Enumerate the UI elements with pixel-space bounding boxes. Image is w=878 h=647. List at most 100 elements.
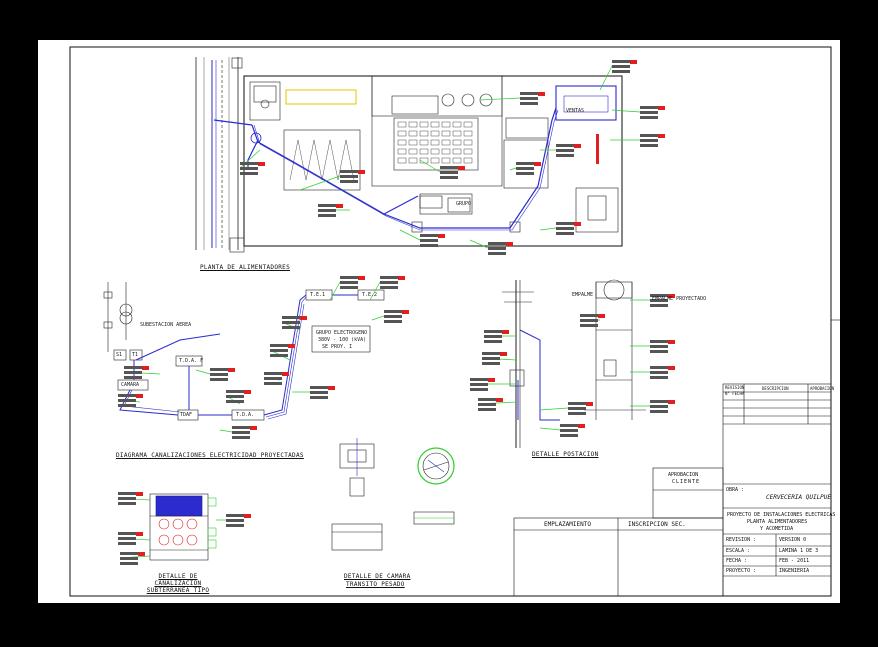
breaker-cell [452,130,462,137]
leader-line [419,159,441,173]
note-text-block [270,344,288,347]
title-box-2: TRANSITO PESADO [346,581,405,588]
red-tag [258,162,265,166]
note-text-block [318,214,336,217]
title-block-lines [513,383,832,597]
note-text-block [210,373,228,376]
red-tag [500,352,507,356]
note-text-block [380,276,398,279]
note-text-block [560,424,578,427]
tb-rev-h1: REVISION [725,385,745,390]
plan-alimentadores [195,57,623,253]
note-text-block [488,242,506,245]
label-te1: T.E.1 [310,292,326,298]
red-tag [630,60,637,64]
note-text-block [340,170,358,173]
label-camara: CAMARA [121,382,140,388]
red-tag [438,234,445,238]
leader-line [469,239,489,249]
note-text-block [556,149,574,152]
note-text-block [650,299,668,302]
note-text-block [340,180,358,183]
note-text-block [520,102,538,105]
note-text-block [568,412,586,415]
note-text-block [264,382,282,385]
breaker-cell [408,157,418,164]
note-text-block [420,239,438,242]
note-text-block [318,204,336,207]
note-text-block [318,209,336,212]
detail-canalizacion [149,493,217,561]
note-text-block [118,492,136,495]
note-text-block [640,139,658,142]
breaker-cell [397,148,407,155]
red-tag [496,398,503,402]
note-text-block [488,252,506,255]
breaker-cell [430,157,440,164]
note-text-block [440,176,458,179]
breaker-cell [441,148,451,155]
leader-line [539,427,561,431]
red-tag [244,390,251,394]
note-text-block [384,320,402,323]
breaker-cell [441,121,451,128]
tb-inscripcion: INSCRIPCION SEC. [628,521,686,528]
leader-line [299,175,341,191]
label-ventas: VENTAS [566,108,585,114]
tb-proyecto-1: PROYECTO DE INSTALACIONES ELECTRICAS [727,512,836,518]
breaker-cell [397,130,407,137]
note-text-block [118,497,136,500]
note-text-block [640,144,658,147]
note-text-block [282,326,300,329]
red-tag [250,426,257,430]
red-tag [402,310,409,314]
tb-cliente: CLIENTE [672,479,701,485]
note-text-block [240,162,258,165]
breaker-cell [419,130,429,137]
tb-fecha-val: FEB - 2011 [779,558,810,564]
note-text-block [226,524,244,527]
red-tag [300,316,307,320]
note-text-block [484,340,502,343]
post-feeders [517,329,560,421]
breaker-cell [430,130,440,137]
red-tag [668,400,675,404]
note-text-block [118,394,136,397]
note-text-block [118,404,136,407]
breaker-cell [397,157,407,164]
note-text-block [384,310,402,313]
label-gp: GRUPO ELECTROGENO [316,330,368,336]
breaker-cell [397,139,407,146]
red-tag [244,514,251,518]
note-text-block [650,350,668,353]
red-tag [574,222,581,226]
label-gp-sub2: SE PROY. I [322,344,353,350]
red-tag [358,276,365,280]
note-text-block [240,167,258,170]
plan-hatch [289,139,355,181]
note-text-block [650,345,668,348]
leader-line [599,65,613,91]
note-text-block [118,399,136,402]
label-t1: T1 [132,352,139,358]
note-text-block [556,232,574,235]
leader-line [329,281,341,301]
label-tda: T.D.A. [236,412,255,418]
tb-rev-h2: DESCRIPCION [762,386,789,391]
note-text-block [650,371,668,374]
tb-aprobacion: APROBACION [668,472,699,478]
note-text-block [650,366,668,369]
breaker-cell [408,121,418,128]
leader-line [539,227,557,231]
note-text-block [580,324,598,327]
note-text-block [556,154,574,157]
breaker-cell [419,121,429,128]
note-text-block [516,162,534,165]
note-text-block [640,116,658,119]
note-text-block [516,167,534,170]
note-text-block [482,362,500,365]
breaker-cell [452,148,462,155]
note-text-block [650,294,668,297]
label-tdaf: T.D.A. F [179,358,204,364]
note-text-block [556,222,574,225]
